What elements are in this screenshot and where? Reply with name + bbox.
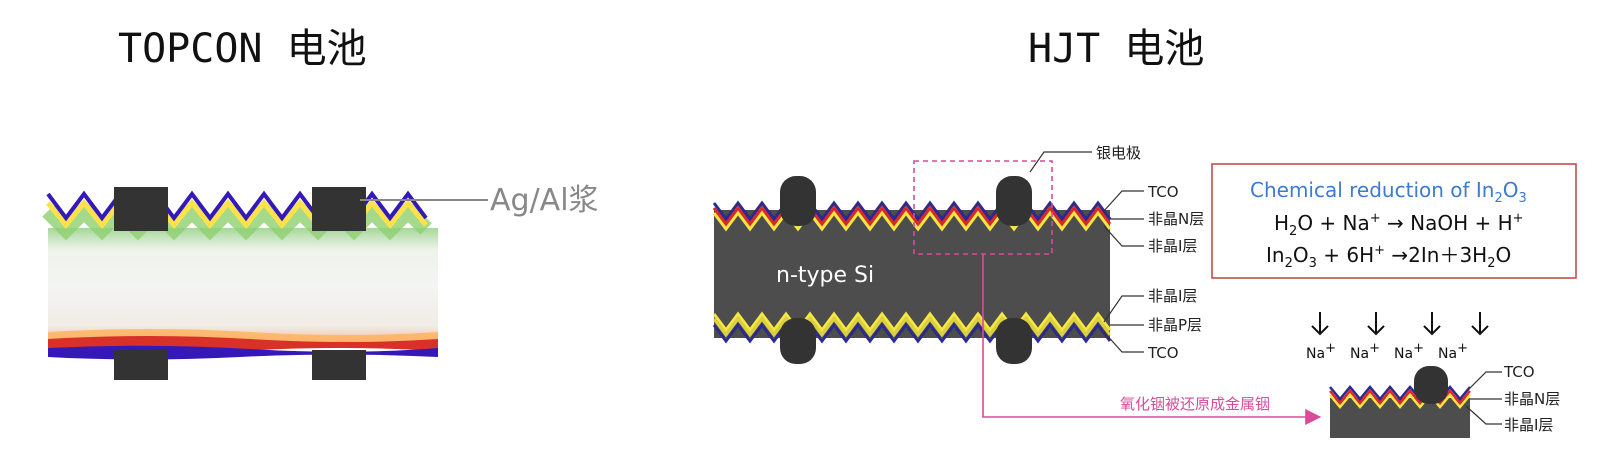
na-ion-label: Na+: [1438, 341, 1468, 362]
hjt-top-n-layer: [712, 205, 1112, 227]
hjt-bottom-electrode-right: [996, 318, 1032, 364]
hjt-bottom-tco: [712, 322, 1112, 344]
paste-label: Ag/Al浆: [490, 183, 599, 218]
bottom-layer-labels: 非晶I层 非晶P层 TCO: [1103, 287, 1202, 362]
small-cell-electrode: [1414, 366, 1448, 404]
label-bottom-p: 非晶P层: [1148, 316, 1202, 334]
topcon-front-contact-right: [312, 187, 366, 231]
na-arrow: [1423, 312, 1441, 336]
chem-title: Chemical reduction of In2O3: [1250, 178, 1527, 206]
label-small-i: 非晶I层: [1504, 416, 1553, 434]
label-small-tco: TCO: [1503, 363, 1535, 381]
topcon-cell: Ag/Al浆: [42, 183, 599, 380]
na-ion-label: Na+: [1394, 341, 1424, 362]
leader-top-tco: [1102, 190, 1144, 213]
title-topcon: TOPCON 电池: [118, 26, 367, 72]
topcon-body: [48, 228, 438, 348]
small-cell: TCO 非晶N层 非晶I层: [1329, 363, 1560, 438]
na-ion-label: Na+: [1350, 341, 1380, 362]
electrode-leader-line: [1029, 151, 1092, 173]
hjt-cell: n-type Si 银电极 TCO 非晶N层 非晶I层 非晶I层 非晶P层 TC…: [712, 144, 1322, 425]
leader-small-i: [1465, 405, 1502, 425]
title-hjt: HJT 电池: [1028, 26, 1204, 72]
hjt-bottom-i-layer: [712, 311, 1112, 333]
top-layer-labels: TCO 非晶N层 非晶I层: [1102, 183, 1204, 255]
hjt-top-electrode-left: [780, 176, 816, 226]
reduction-arrow: [982, 254, 1322, 425]
small-cell-i-layer: [1329, 393, 1471, 409]
chemistry-box: Chemical reduction of In2O3 H2O + Na+ → …: [1211, 163, 1577, 279]
hjt-bottom-electrode-left: [780, 318, 816, 364]
leader-small-tco: [1465, 371, 1502, 393]
na-ion-label: Na+: [1306, 341, 1336, 362]
reduction-caption: 氧化铟被还原成金属铟: [1120, 395, 1270, 413]
label-bottom-i: 非晶I层: [1148, 287, 1197, 305]
label-top-n: 非晶N层: [1148, 210, 1204, 228]
silicon-label: n-type Si: [776, 263, 874, 288]
hjt-bottom-p-layer: [712, 316, 1112, 338]
topcon-front-contact-left: [114, 187, 168, 231]
chemistry-box-border: [1211, 163, 1577, 279]
label-top-i: 非晶I层: [1148, 237, 1197, 255]
leader-top-i: [1103, 225, 1144, 247]
na-arrow: [1367, 312, 1385, 336]
label-top-tco: TCO: [1147, 183, 1179, 201]
topcon-rear-contact-right: [312, 350, 366, 380]
electrode-label: 银电极: [1096, 144, 1141, 162]
na-arrow: [1471, 312, 1489, 336]
sodium-ions: Na+ Na+ Na+ Na+: [1306, 312, 1489, 362]
silicon-wafer: [714, 210, 1110, 338]
label-small-n: 非晶N层: [1504, 390, 1560, 408]
chem-equation-1: H2O + Na+ → NaOH + H+: [1274, 211, 1524, 239]
label-bottom-tco: TCO: [1147, 344, 1179, 362]
hjt-top-electrode-right: [996, 176, 1032, 226]
na-arrow: [1311, 312, 1329, 336]
topcon-rear-contact-left: [114, 350, 168, 380]
leader-bottom-i: [1103, 295, 1144, 323]
hjt-top-tco: [712, 200, 1112, 222]
chem-equation-2: In2O3 + 6H+ →2In＋3H2O: [1266, 243, 1511, 271]
hjt-top-i-layer: [712, 210, 1112, 232]
leader-bottom-tco: [1103, 331, 1144, 353]
